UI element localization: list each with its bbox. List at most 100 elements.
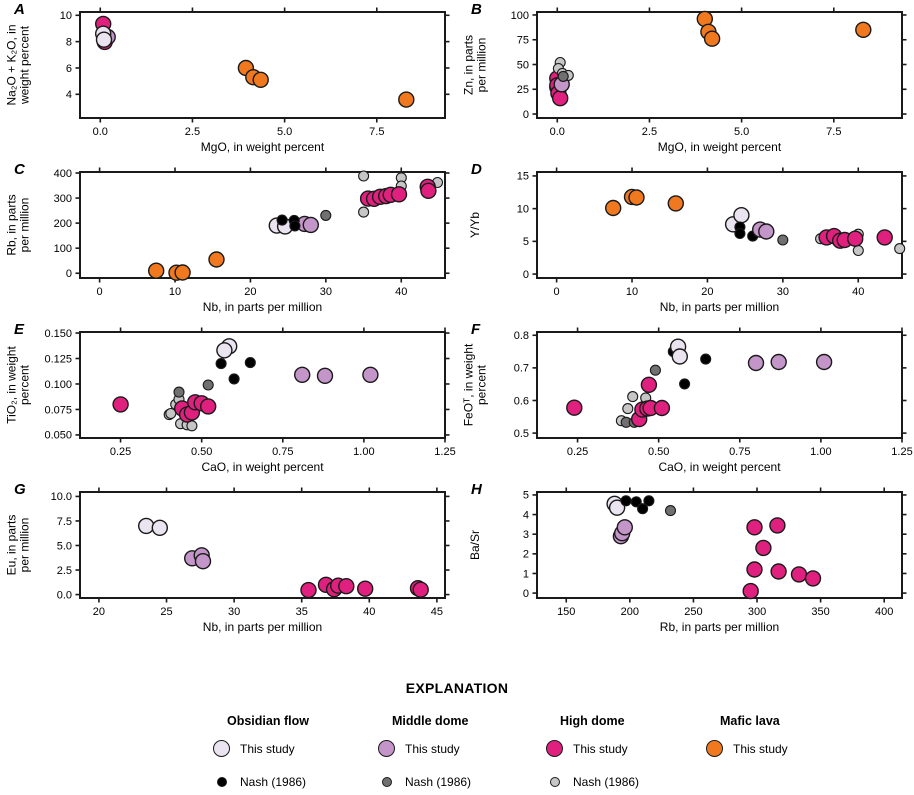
- point-middle_nash: [649, 364, 661, 376]
- y-tick-label: 50: [517, 59, 529, 71]
- x-tick-label: 10: [626, 286, 638, 298]
- marker-box: [546, 773, 563, 790]
- point-obsidian_this: [95, 31, 113, 48]
- middle_nash-marker-icon: [381, 776, 392, 787]
- legend-entry-label: This study: [240, 741, 295, 756]
- y-tick-label: 400: [54, 168, 72, 180]
- x-tick-label: 0.25: [110, 446, 131, 458]
- legend-entry: This study: [546, 740, 706, 757]
- point-obsidian_nash: [244, 357, 256, 369]
- panel-letter-b: B: [471, 1, 482, 18]
- high_nash-marker-icon: [549, 776, 560, 787]
- x-axis-label: MgO, in weight percent: [658, 140, 782, 154]
- y-axis-label: FeOᵀ, in weight: [462, 343, 476, 426]
- y-axis-label: TiO₂, in weight: [5, 346, 19, 424]
- panel-letter-f: F: [471, 321, 481, 338]
- marker-box: [378, 773, 395, 790]
- x-tick-label: 20: [701, 286, 713, 298]
- y-tick-label: 0.6: [514, 395, 529, 407]
- x-tick-label: 0.75: [272, 446, 293, 458]
- plot-frame: [79, 171, 446, 279]
- y-tick-label: 1: [523, 568, 529, 580]
- y-tick-label: 2.5: [57, 565, 72, 577]
- y-axis-label: Eu, in parts: [5, 515, 19, 576]
- x-tick-label: 200: [621, 606, 639, 618]
- point-mafic_this: [398, 91, 415, 108]
- legend-entry-label: Nash (1986): [240, 774, 307, 789]
- x-axis-label: CaO, in weight percent: [658, 460, 781, 474]
- point-mafic_this: [628, 189, 645, 206]
- point-high_this: [653, 399, 671, 417]
- obsidian_this-marker-icon: [213, 740, 230, 757]
- plot-frame: [79, 11, 446, 119]
- x-tick-label: 0: [554, 286, 560, 298]
- y-axis-label: percent: [18, 364, 32, 405]
- point-obsidian_nash: [637, 503, 649, 515]
- y-axis-label: per million: [18, 198, 32, 253]
- x-tick-label: 1.25: [434, 446, 455, 458]
- high_this-marker-icon: [546, 740, 563, 757]
- y-tick-label: 10: [517, 203, 529, 215]
- point-high_this: [112, 396, 129, 413]
- panel-letter-g: G: [14, 481, 26, 498]
- y-tick-label: 8: [66, 36, 72, 48]
- x-tick-label: 250: [684, 606, 702, 618]
- x-axis-label: Rb, in parts per million: [660, 620, 779, 634]
- y-tick-label: 0.7: [514, 363, 529, 375]
- x-axis-label: Nb, in parts per million: [660, 300, 779, 314]
- point-high_this: [390, 186, 408, 203]
- legend-entry: Nash (1986): [213, 773, 373, 790]
- x-tick-label: 350: [811, 606, 829, 618]
- y-tick-label: 0.100: [44, 379, 72, 391]
- x-tick-label: 30: [320, 286, 332, 298]
- point-high_this: [412, 581, 429, 598]
- point-obsidian_nash: [228, 373, 240, 385]
- x-axis-label: MgO, in weight percent: [201, 140, 325, 154]
- point-obsidian_nash: [620, 495, 632, 507]
- x-tick-label: 40: [395, 286, 407, 298]
- legend-entry-label: This study: [405, 741, 460, 756]
- point-high_this: [876, 229, 893, 246]
- y-axis-label: percent: [475, 364, 489, 405]
- x-tick-label: 0.75: [729, 446, 750, 458]
- legend-entry-label: This study: [733, 741, 788, 756]
- point-obsidian_this: [671, 348, 689, 365]
- point-high_this: [566, 399, 583, 416]
- legend-entry-label: Nash (1986): [405, 774, 472, 789]
- x-tick-label: 1.00: [353, 446, 374, 458]
- y-axis-label: per million: [475, 38, 489, 93]
- y-tick-label: 300: [54, 193, 72, 205]
- point-high_this: [804, 570, 822, 587]
- plot-frame: [536, 171, 903, 279]
- y-tick-label: 100: [511, 10, 529, 22]
- point-obsidian_nash: [700, 353, 712, 365]
- x-tick-label: 2.5: [185, 126, 200, 138]
- legend-entry: Nash (1986): [546, 773, 706, 790]
- y-tick-label: 3: [523, 529, 529, 541]
- x-tick-label: 1.25: [891, 446, 912, 458]
- legend-entry: This study: [706, 740, 866, 757]
- legend-entry: This study: [378, 740, 538, 757]
- marker-box: [546, 740, 563, 757]
- x-tick-label: 5.0: [277, 126, 292, 138]
- y-axis-label: weight percent: [18, 25, 32, 105]
- point-high_nash: [622, 403, 634, 415]
- x-tick-label: 300: [748, 606, 766, 618]
- y-tick-label: 0.125: [44, 353, 72, 365]
- point-mafic_this: [703, 30, 721, 47]
- point-high_this: [300, 581, 317, 599]
- legend-entry: This study: [213, 740, 373, 757]
- obsidian_nash-marker-icon: [216, 776, 227, 787]
- point-obsidian_nash: [276, 214, 288, 226]
